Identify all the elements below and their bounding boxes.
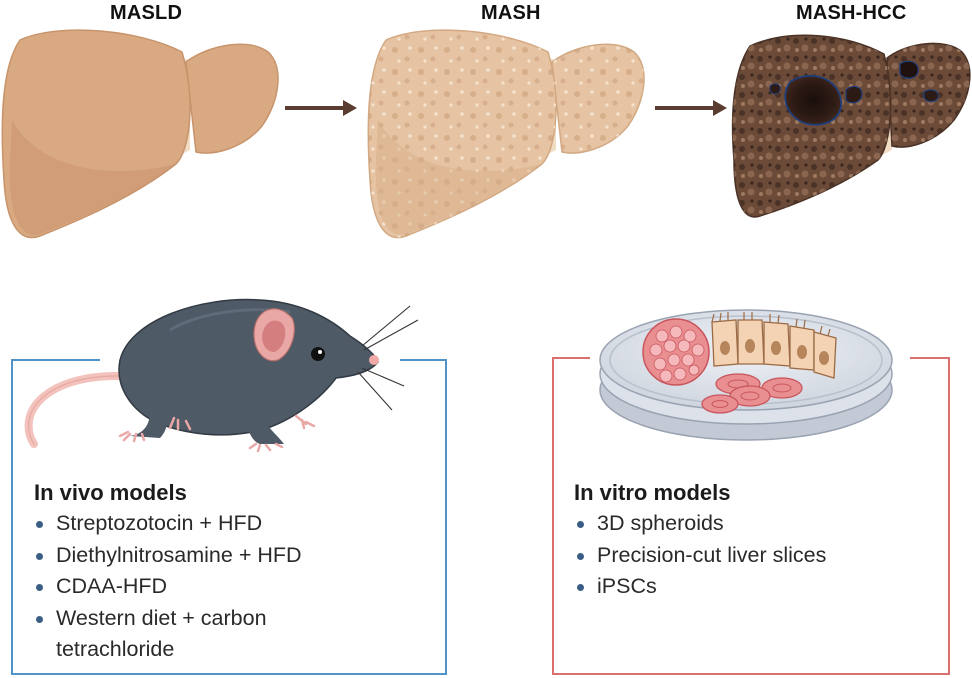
in-vivo-panel: In vivo models Streptozotocin + HFD Diet… xyxy=(12,360,446,674)
arrow-right-icon xyxy=(285,100,357,116)
list-item: CDAA-HFD xyxy=(32,571,422,603)
list-item: Streptozotocin + HFD xyxy=(32,508,422,540)
in-vitro-list: 3D spheroids Precision-cut liver slices … xyxy=(573,508,933,603)
arrow-right-icon xyxy=(655,100,727,116)
in-vivo-list: Streptozotocin + HFD Diethylnitrosamine … xyxy=(32,508,422,666)
in-vivo-title: In vivo models xyxy=(34,480,187,505)
list-item: iPSCs xyxy=(573,571,933,603)
list-item: Western diet + carbon tetrachloride xyxy=(32,603,356,666)
spheroid-icon xyxy=(642,318,710,386)
list-item: Precision-cut liver slices xyxy=(573,540,933,572)
list-item: Diethylnitrosamine + HFD xyxy=(32,540,422,572)
liver-mash-hcc-icon xyxy=(731,34,971,218)
organoid-icon xyxy=(711,312,837,379)
stage-label-mash-hcc: MASH-HCC xyxy=(796,2,907,24)
in-vitro-title: In vitro models xyxy=(574,480,731,505)
tissue-slice-icon xyxy=(701,373,803,414)
stage-label-masld: MASLD xyxy=(110,2,183,24)
mouse-icon xyxy=(24,298,419,453)
liver-masld-icon xyxy=(1,29,279,239)
list-item: 3D spheroids xyxy=(573,508,933,540)
in-vitro-panel: In vitro models 3D spheroids Precision-c… xyxy=(553,358,949,674)
liver-mash-icon xyxy=(367,29,645,239)
stage-label-mash: MASH xyxy=(481,2,541,24)
